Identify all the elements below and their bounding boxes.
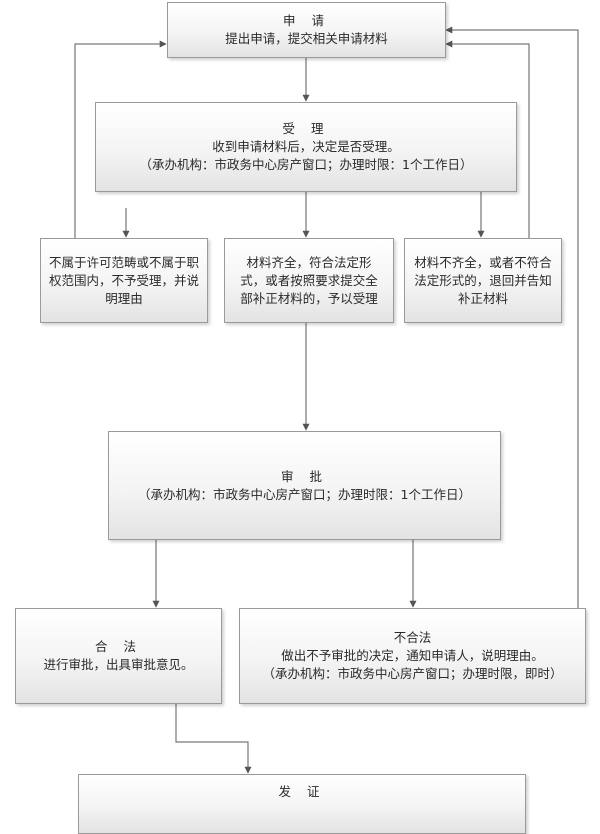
flow-connectors bbox=[74, 26, 579, 774]
illegal-title: 不合法 bbox=[393, 630, 432, 645]
issue-title: 发 证 bbox=[278, 784, 326, 799]
accepted-box: 材料齐全，符合法定形式，或者按照要求提交全部补正材料的，予以受理 bbox=[224, 238, 394, 323]
legal-title: 合 法 bbox=[95, 639, 142, 654]
accept-desc: 收到申请材料后，决定是否受理。 bbox=[212, 139, 400, 154]
arrow-illegal-back-to-apply bbox=[445, 26, 579, 610]
arrow-reject-scope-back-to-apply bbox=[74, 40, 167, 238]
approve-title: 审 批 bbox=[281, 468, 328, 484]
illegal-desc: 做出不予审批的决定，通知申请人，说明理由。 bbox=[281, 648, 544, 663]
incomplete-text: 材料不齐全，或者不符合法定形式的，退回并告知补正材料 bbox=[414, 254, 552, 306]
arrow-incomplete-back-to-apply bbox=[445, 40, 530, 238]
apply-title: 申 请 bbox=[283, 13, 330, 28]
accept-office: （承办机构：市政务中心房产窗口；办理时限：1个工作日） bbox=[139, 157, 473, 172]
illegal-office: （承办机构：市政务中心房产窗口；办理时限，即时） bbox=[262, 666, 563, 681]
legal-desc: 进行审批，出具审批意见。 bbox=[43, 657, 194, 672]
accept-box: 受 理 收到申请材料后，决定是否受理。 （承办机构：市政务中心房产窗口；办理时限… bbox=[95, 102, 517, 192]
legal-box: 合 法 进行审批，出具审批意见。 bbox=[15, 608, 222, 704]
reject-scope-box: 不属于许可范畴或不属于职权范围内，不予受理，并说明理由 bbox=[40, 238, 208, 323]
accepted-text: 材料齐全，符合法定形式，或者按照要求提交全部补正材料的，予以受理 bbox=[240, 254, 378, 306]
apply-box: 申 请 提出申请，提交相关申请材料 bbox=[167, 2, 446, 58]
issue-box: 发 证 bbox=[78, 774, 526, 834]
approve-office: （承办机构：市政务中心房产窗口；办理时限：1个工作日） bbox=[138, 486, 471, 502]
arrow-legal-to-issue bbox=[175, 704, 252, 774]
incomplete-box: 材料不齐全，或者不符合法定形式的，退回并告知补正材料 bbox=[404, 238, 562, 323]
accept-title: 受 理 bbox=[282, 121, 330, 136]
illegal-box: 不合法 做出不予审批的决定，通知申请人，说明理由。 （承办机构：市政务中心房产窗… bbox=[239, 608, 586, 704]
apply-desc: 提出申请，提交相关申请材料 bbox=[225, 31, 388, 46]
approve-box: 审 批 （承办机构：市政务中心房产窗口；办理时限：1个工作日） bbox=[108, 431, 501, 540]
reject-scope-text: 不属于许可范畴或不属于职权范围内，不予受理，并说明理由 bbox=[49, 254, 200, 306]
